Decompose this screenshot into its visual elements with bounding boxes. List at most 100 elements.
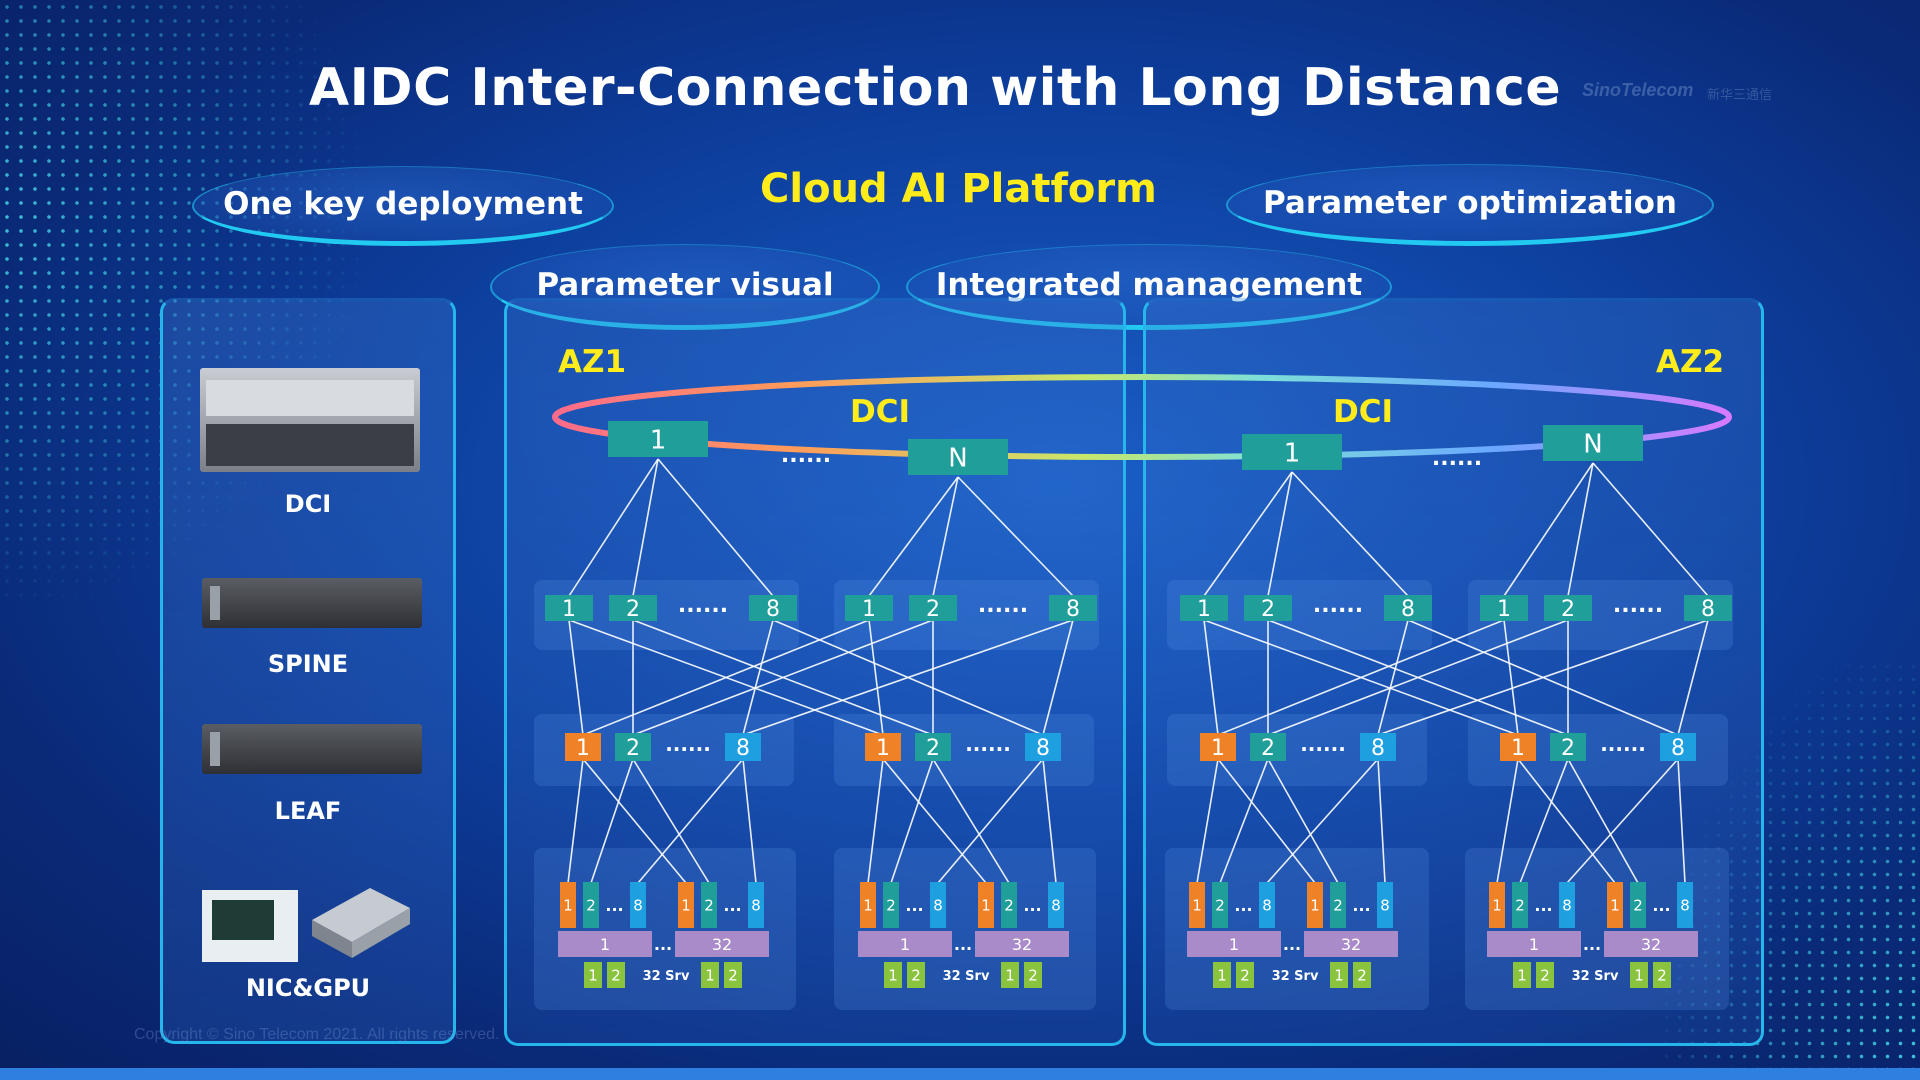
nic-port-8 bbox=[1677, 882, 1693, 928]
dci-spine-link bbox=[657, 458, 774, 597]
spine-leaf-link bbox=[868, 619, 884, 736]
nic-port-2-label: 2 bbox=[704, 896, 714, 914]
gpu-2-label: 2 bbox=[1240, 966, 1250, 984]
spine-leaf-link bbox=[1267, 619, 1569, 736]
nic-port-2-label: 2 bbox=[586, 896, 596, 914]
leaf-node-1-label: 1 bbox=[1511, 736, 1525, 761]
leaf-port-link bbox=[932, 758, 1010, 884]
nic-port-8 bbox=[1259, 882, 1275, 928]
gpu-1-label: 1 bbox=[1005, 966, 1015, 984]
leaf-port-link bbox=[1567, 758, 1639, 884]
nic-port-1-label: 1 bbox=[563, 896, 573, 914]
server-1 bbox=[1487, 931, 1581, 957]
nic-port-1 bbox=[1489, 882, 1505, 928]
az2-label: AZ2 bbox=[1656, 344, 1725, 380]
spine-leaf-link bbox=[1377, 619, 1709, 736]
nic-port-1 bbox=[1607, 882, 1623, 928]
spine-leaf-link bbox=[1203, 619, 1219, 736]
leaf-node-2 bbox=[615, 733, 651, 761]
nic-port-2-label: 2 bbox=[1515, 896, 1525, 914]
nic-port-1-label: 1 bbox=[681, 896, 691, 914]
leaf-node-2 bbox=[915, 733, 951, 761]
gpu-2-label: 2 bbox=[1540, 966, 1550, 984]
leaf-port-link bbox=[937, 758, 1044, 884]
leaf-ellipsis: ...... bbox=[1600, 732, 1646, 756]
gpu-2 bbox=[724, 962, 742, 988]
az2-panel bbox=[1143, 298, 1764, 1046]
server-1-label: 1 bbox=[900, 935, 910, 954]
gpu-1-label: 1 bbox=[1517, 966, 1527, 984]
spine-node-2-label: 2 bbox=[1561, 597, 1575, 622]
gpu-1 bbox=[884, 962, 902, 988]
dci-ellipsis: ...... bbox=[781, 443, 831, 468]
spine-leaf-link bbox=[1503, 619, 1519, 736]
leaf-node-8 bbox=[1360, 733, 1396, 761]
spine-node-2 bbox=[909, 595, 957, 621]
gpu-2 bbox=[607, 962, 625, 988]
nic-port-8-label: 8 bbox=[1380, 896, 1390, 914]
leaf-node-8-label: 8 bbox=[1671, 736, 1685, 761]
dci-spine-link bbox=[957, 476, 1074, 597]
dci-spine-link bbox=[1503, 462, 1594, 597]
port-ellipsis: ... bbox=[905, 896, 923, 915]
spine-node-8 bbox=[1384, 595, 1432, 621]
spine-node-8 bbox=[749, 595, 797, 621]
leaf-node-8 bbox=[1025, 733, 1061, 761]
nic-port-8-label: 8 bbox=[1680, 896, 1690, 914]
leaf-port-link bbox=[882, 758, 987, 884]
gpu-2-label: 2 bbox=[1028, 966, 1038, 984]
server-count-label: 32 Srv bbox=[1272, 969, 1319, 984]
nic-port-1 bbox=[560, 882, 576, 928]
spine-node-8-label: 8 bbox=[1066, 597, 1080, 622]
dci-chassis-icon bbox=[200, 368, 420, 472]
feature-one-key-deployment: One key deployment bbox=[192, 166, 614, 246]
nic-port-8 bbox=[1048, 882, 1064, 928]
dci-node-1 bbox=[1242, 434, 1342, 470]
server-ellipsis: ... bbox=[954, 935, 972, 954]
dci-spine-link bbox=[1592, 462, 1709, 597]
nic-port-8 bbox=[1559, 882, 1575, 928]
gpu-2 bbox=[1536, 962, 1554, 988]
spine-node-1 bbox=[1480, 595, 1528, 621]
server-count-label: 32 Srv bbox=[943, 969, 990, 984]
gpu-1 bbox=[584, 962, 602, 988]
pod-panel-6 bbox=[1167, 714, 1427, 786]
dci-spine-link bbox=[1291, 471, 1409, 597]
server-1-label: 1 bbox=[1529, 935, 1539, 954]
leaf-port-link bbox=[567, 758, 584, 884]
leaf-port-link bbox=[1266, 758, 1379, 884]
dci-node-N-label: N bbox=[1583, 429, 1602, 459]
dci-ring bbox=[552, 374, 1732, 460]
leaf-port-link bbox=[890, 758, 934, 884]
leaf-node-2-label: 2 bbox=[626, 736, 640, 761]
nic-port-1 bbox=[1189, 882, 1205, 928]
gpu-2-label: 2 bbox=[611, 966, 621, 984]
dci-spine-link bbox=[568, 458, 659, 597]
dci-node-1-label: 1 bbox=[1284, 438, 1301, 468]
spine-ellipsis: ...... bbox=[1613, 593, 1663, 618]
port-ellipsis: ... bbox=[1234, 896, 1252, 915]
leaf-node-2-label: 2 bbox=[926, 736, 940, 761]
gpu-1-label: 1 bbox=[888, 966, 898, 984]
gpu-1-label: 1 bbox=[1634, 966, 1644, 984]
port-ellipsis: ... bbox=[1023, 896, 1041, 915]
spine-node-8 bbox=[1049, 595, 1097, 621]
device-label-spine: SPINE bbox=[267, 650, 349, 678]
server-32-label: 32 bbox=[1641, 935, 1661, 954]
device-label-nic-gpu: NIC&GPU bbox=[245, 974, 371, 1002]
server-32-label: 32 bbox=[1012, 935, 1032, 954]
leaf-port-link bbox=[1196, 758, 1219, 884]
gpu-2 bbox=[1024, 962, 1042, 988]
spine-node-2 bbox=[1544, 595, 1592, 621]
dci-spine-link bbox=[868, 476, 959, 597]
sino-telecom-logo-cn: 新华三通信 bbox=[1707, 88, 1773, 103]
sino-telecom-logo: SinoTelecom bbox=[1582, 80, 1694, 100]
spine-ellipsis: ...... bbox=[678, 593, 728, 618]
gpu-1 bbox=[701, 962, 719, 988]
port-ellipsis: ... bbox=[1352, 896, 1370, 915]
nic-port-1-label: 1 bbox=[981, 896, 991, 914]
spine-ellipsis: ...... bbox=[1313, 593, 1363, 618]
nic-port-1 bbox=[860, 882, 876, 928]
nic-port-8-label: 8 bbox=[1262, 896, 1272, 914]
dci-node-1 bbox=[608, 421, 708, 457]
